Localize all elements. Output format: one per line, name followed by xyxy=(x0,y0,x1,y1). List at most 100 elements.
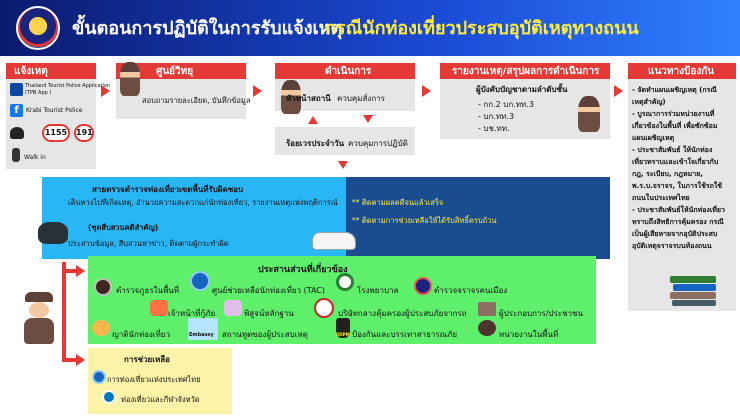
prevention-line: - บูรณาการร่วมหน่วยงานที่ xyxy=(632,110,715,118)
ddpm-icon: DDPM xyxy=(336,318,350,338)
prevention-line: แผนเผชิญเหตุ xyxy=(632,134,675,142)
coord-item: พิสูจน์หลักฐาน xyxy=(244,309,294,318)
reporting-officer-icon xyxy=(578,96,600,132)
tat-icon xyxy=(92,370,106,384)
road-victim-protection-icon xyxy=(314,298,334,318)
help-item: การท่องเที่ยวแห่งประเทศไทย xyxy=(107,375,201,384)
page-subtitle: กรณีนักท่องเที่ยวประสบอุบัติเหตุทางถนน xyxy=(325,18,639,39)
step3-header: ดำเนินการ xyxy=(275,63,415,79)
traffic-police-icon xyxy=(414,277,432,295)
connector-line xyxy=(62,358,78,362)
arrow-right-icon xyxy=(101,85,110,97)
step2-header: ศูนย์วิทยุ xyxy=(116,63,246,79)
prevention-line: เหตุสำคัญ) xyxy=(632,98,666,106)
patrol-team: (ชุดสืบสวนคดีสำคัญ) xyxy=(88,223,159,232)
facebook-label: Krabi Tourist Police xyxy=(26,107,83,114)
step4-header: รายงานเหตุ/สรุปผลการดำเนินการ xyxy=(440,63,610,79)
coord-item: สถานทูตของผู้ประสบเหตุ xyxy=(222,330,308,339)
prevention-list: - จัดทำแผนเผชิญเหตุ (กรณี เหตุสำคัญ) - บ… xyxy=(632,84,736,252)
step3-panel-bottom xyxy=(275,127,415,155)
role-duty-officer-desc: ควบคุมการปฏิบัติ xyxy=(348,139,408,148)
local-agency-icon xyxy=(478,320,496,336)
patrol-team-desc: ประสานข้อมูล, สืบสวนหาข่าว, ติดตามผู้กระ… xyxy=(68,239,229,248)
prevention-line: ทราบถึงสิทธิการคุ้มครอง กรณี xyxy=(632,218,724,226)
arrow-right-icon xyxy=(253,85,262,97)
coord-item: ตำรวจจราจรคนเมือง xyxy=(434,286,508,295)
facebook-icon: f xyxy=(10,104,23,117)
coord-item: ผู้ประกอบการ/ประชาชน xyxy=(499,309,583,318)
step1-header: แจ้งเหตุ xyxy=(6,63,96,79)
arrow-right-icon xyxy=(614,85,623,97)
step4-desc: ผู้บังคับบัญชาตามลำดับชั้น xyxy=(476,85,568,94)
books-icon xyxy=(670,276,716,306)
report-item-3: - บช.ทท. xyxy=(478,124,510,133)
business-people-icon xyxy=(478,302,496,316)
step2-desc: สอบถามรายละเอียด, บันทึกข้อมูล xyxy=(142,96,251,105)
police-car-icon xyxy=(312,232,356,250)
role-station-chief-desc: ควบคุมสั่งการ xyxy=(337,94,385,103)
prevention-line: - จัดทำแผนเผชิญเหตุ (กรณี xyxy=(632,86,717,94)
hotline-1155: 1155 xyxy=(42,124,70,142)
step5-panel xyxy=(628,79,736,311)
page-title: ขั้นตอนการปฏิบัติในการรับแจ้งเหตุ xyxy=(72,18,343,39)
motorcycle-icon xyxy=(38,222,68,244)
provincial-police-icon xyxy=(94,278,112,296)
arrow-right-icon xyxy=(422,85,431,97)
prevention-line: เที่ยวทราบและเข้าใจเกี่ยวกับ xyxy=(632,158,719,166)
step3-title: ดำเนินการ xyxy=(325,65,372,77)
tourist-police-logo-icon xyxy=(16,6,60,50)
coord-item: ตำรวจภูธรในพื้นที่ xyxy=(116,286,180,295)
report-item-2: - บก.ทท.3 xyxy=(478,112,515,121)
coord-item: โรงพยาบาล xyxy=(357,286,399,295)
rescue-team-icon xyxy=(150,300,168,316)
tac-icon xyxy=(190,271,210,291)
follow-up-rights: ** ติดตามการช่วยเหลือให้ได้รับสิทธิ์ครบถ… xyxy=(352,216,497,225)
prevention-line: กฎ, ระเบียบ, กฎหมาย, xyxy=(632,170,703,178)
arrow-right-icon xyxy=(76,265,85,277)
report-item-1: - กก.2 บก.ทท.3 xyxy=(478,100,534,109)
hotline-191: 191 xyxy=(74,124,94,142)
prevention-line: ถนนในประเทศไทย xyxy=(632,194,690,202)
step5-title: แนวทางป้องกัน xyxy=(648,65,715,77)
connector-line xyxy=(62,269,78,273)
prevention-line: - ประชาสัมพันธ์ ให้นักท่อง xyxy=(632,146,713,154)
coord-item: เจ้าหน้าที่กู้ภัย xyxy=(168,309,216,318)
officer-character-icon xyxy=(22,292,56,348)
arrow-down-icon xyxy=(363,115,373,123)
coord-item: หน่วยงานในพื้นที่ xyxy=(499,330,559,339)
prevention-line: - ประชาสัมพันธ์ให้นักท่องเที่ยว xyxy=(632,206,725,214)
app-icon xyxy=(10,83,23,96)
ddpm-label: DDPM xyxy=(336,332,350,337)
arrow-up-icon xyxy=(308,116,318,124)
prevention-line: อุบัติเหตุจราจรบนท้องถนน xyxy=(632,242,712,250)
station-chief-icon xyxy=(281,80,301,114)
role-duty-officer: ร้อยเวรประจำวัน xyxy=(286,139,345,148)
phone-icon xyxy=(10,127,24,139)
connector-line xyxy=(62,262,66,362)
help-title: การช่วยเหลือ xyxy=(124,355,170,364)
arrow-right-icon xyxy=(76,354,85,366)
coord-item: บริษัทกลางคุ้มครองผู้ประสบภัยจากรถ xyxy=(338,309,467,318)
coordination-title: ประสานส่วนที่เกี่ยวข้อง xyxy=(258,265,348,275)
help-item: ท่องเที่ยวและกีฬาจังหวัด xyxy=(121,395,200,404)
follow-up-case: ** ติดตามผลคดีจนแล้วเสร็จ xyxy=(352,198,444,207)
step5-header: แนวทางป้องกัน xyxy=(628,63,736,79)
app-sub: (TPB App ) xyxy=(25,90,52,96)
coord-item: ป้องกันและบรรเทาสาธารณภัย xyxy=(352,330,458,339)
embassy-label: Embassy xyxy=(189,332,214,338)
coord-item: ญาตินักท่องเที่ยว xyxy=(112,330,170,339)
arrow-down-icon xyxy=(338,161,348,169)
header-banner xyxy=(0,0,740,56)
hospital-icon xyxy=(336,273,354,291)
app-name: Thailand Tourist Police Application xyxy=(25,83,111,89)
step4-title: รายงานเหตุ/สรุปผลการดำเนินการ xyxy=(452,65,600,77)
follow-up-panel xyxy=(346,177,610,259)
radio-officer-icon xyxy=(120,62,140,96)
patrol-title: สายตรวจตำรวจท่องเที่ยวเขตพื้นที่รับผิดชอ… xyxy=(92,185,244,194)
forensic-icon xyxy=(224,300,242,316)
prevention-line: เป็นผู้เสียหายจากอุบัติประสบ xyxy=(632,230,718,238)
patrol-panel xyxy=(42,177,346,259)
coord-item: ศูนย์ช่วยเหลือนักท่องเที่ยว (TAC) xyxy=(212,286,326,295)
role-station-chief: หัวหน้าสถานี xyxy=(286,94,331,103)
prevention-line: เกี่ยวข้องในพื้นที่ เพื่อซักซ้อม xyxy=(632,122,718,130)
